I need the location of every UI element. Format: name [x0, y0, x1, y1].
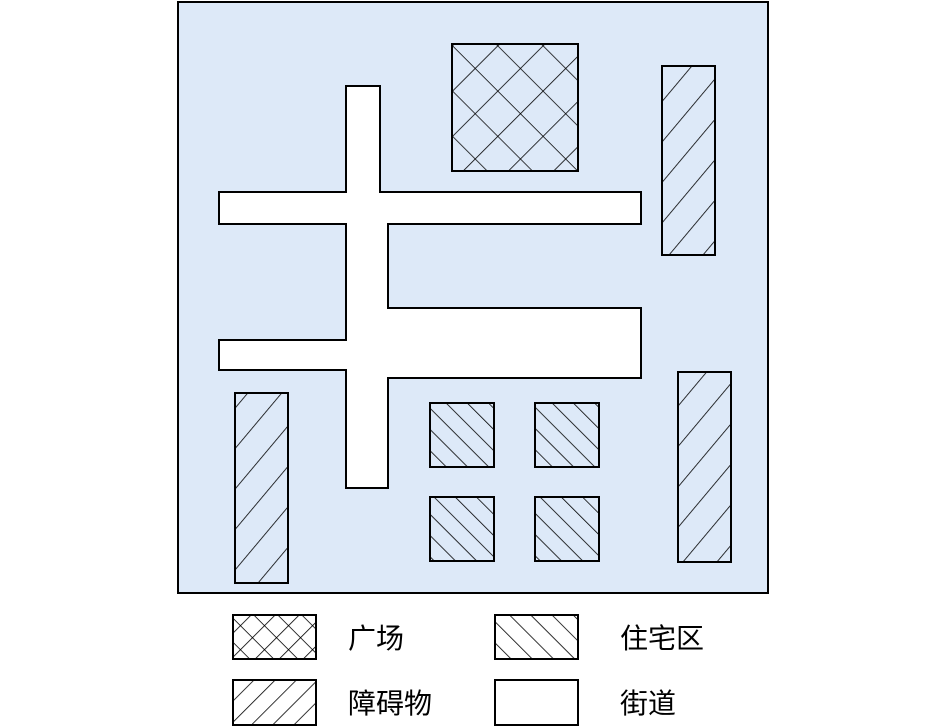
obstacle-block	[677, 371, 732, 563]
plaza-block	[451, 43, 579, 172]
street-network	[218, 85, 642, 489]
legend: 广场 住宅区 障碍物 街道	[232, 614, 704, 726]
residential-block	[429, 402, 495, 468]
obstacle-block	[661, 65, 716, 256]
legend-label-obstacle: 障碍物	[348, 687, 432, 720]
legend-label-residential: 住宅区	[620, 622, 704, 655]
legend-label-street: 街道	[620, 687, 676, 720]
legend-swatch-street	[494, 679, 579, 726]
obstacle-block	[234, 392, 289, 584]
legend-swatch-plaza	[232, 614, 317, 660]
legend-swatch-residential	[494, 614, 579, 660]
residential-block	[534, 402, 600, 468]
residential-block	[429, 496, 495, 562]
legend-swatch-obstacle	[232, 679, 317, 726]
residential-block	[534, 496, 600, 562]
legend-label-plaza: 广场	[348, 622, 404, 655]
